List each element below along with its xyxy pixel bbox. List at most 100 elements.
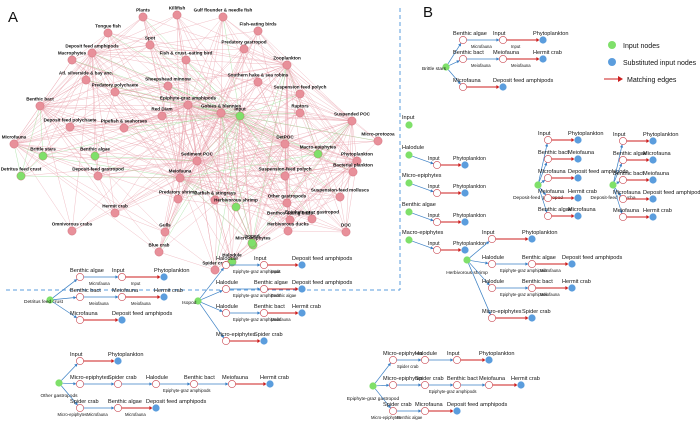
tree-root-label: Deposit-feed polycha (590, 195, 635, 201)
network-edge (20, 160, 198, 177)
network-node-label: Brittle stars (30, 147, 56, 152)
network-edge (176, 14, 198, 162)
substituted-node (649, 137, 657, 145)
network-edge (91, 52, 116, 214)
network-node: Macro-epiphytes (300, 145, 337, 159)
network-edge (289, 160, 358, 221)
network-edge (179, 171, 354, 179)
single-sub-label: Phytoplankton (453, 156, 486, 162)
substituted-node (118, 316, 126, 324)
substituted-node (649, 195, 657, 203)
network-edge (69, 91, 116, 128)
network-edge (91, 52, 163, 117)
network-edge (196, 143, 286, 162)
network-node: Deposit feed amphipods (65, 44, 119, 58)
network-edge (239, 115, 289, 232)
network-edge (179, 112, 222, 179)
network-edge (286, 64, 358, 162)
substituted-node (574, 212, 582, 220)
tree-node-label: Benthic bact (453, 50, 484, 56)
tree-edge-arrow (149, 382, 153, 386)
network-edge (39, 85, 169, 107)
network-node: Southern hake & sea robins (228, 73, 289, 87)
tree-node-label: Phytoplankton (568, 131, 603, 137)
network-node-dot (145, 40, 155, 50)
network-node: Epiphyte-graz amphipods (160, 96, 217, 110)
network-node-label: Suspension feed polych (274, 85, 327, 90)
network-edge (94, 115, 241, 157)
tree-node-label: Microfauna (415, 402, 444, 408)
tree-node-label: Hermit crab (292, 304, 321, 310)
network-node-label: Plants (136, 8, 150, 13)
tree-edge-arrow (418, 358, 422, 362)
substituted-node (160, 273, 168, 281)
network-node-dot (231, 202, 241, 212)
input-node (194, 297, 202, 305)
network-node-dot (87, 48, 97, 58)
network-edge (149, 44, 189, 106)
network-node-dot (335, 192, 345, 202)
matching-edge-arrow (295, 311, 299, 315)
panel-a-label: A (8, 9, 18, 26)
single-sub-label: Phytoplankton (453, 213, 486, 219)
tree-edge-label: Spider crab (397, 364, 419, 369)
network-node-label: Predatory polychaete (92, 83, 139, 88)
network-node-label: Microfauna (2, 135, 27, 140)
matching-edge-arrow (571, 157, 575, 161)
legend: Input nodes Substituted input nodes Matc… (604, 41, 697, 84)
network-edge (220, 112, 289, 232)
network-node-label: Fish & crust.-eating bird (160, 51, 213, 56)
network-edge (69, 126, 125, 129)
network-edge (97, 175, 116, 214)
network-edge (94, 155, 198, 162)
tree-edge (53, 297, 77, 300)
network-edge (231, 230, 289, 263)
network-edge (187, 104, 241, 117)
network-node-dot (110, 208, 120, 218)
tree-node-label: Deposit feed amphipods (493, 78, 554, 84)
tree-node-label: Spider crab (383, 402, 412, 408)
network-edge (289, 120, 353, 221)
tree-edge (412, 183, 434, 193)
network-edge (187, 93, 301, 106)
network-edge (214, 143, 286, 271)
network-node: Benthic bact (26, 97, 54, 111)
substituted-node (298, 261, 306, 269)
network-edge (13, 143, 160, 253)
network-edge (339, 160, 358, 198)
single-input-label: Input (428, 241, 440, 247)
network-node-dot (285, 215, 295, 225)
network-node-label: Catfish & stingrays (194, 191, 236, 196)
network-node-dot (283, 226, 293, 236)
tree-node-label: Input (613, 132, 626, 138)
substituted-node (574, 155, 582, 163)
network-edge (177, 198, 237, 208)
intermediate-node (488, 260, 496, 268)
intermediate-node (228, 380, 236, 388)
network-edge (13, 143, 22, 177)
network-node: Raptors (291, 104, 309, 118)
network-edge (107, 32, 116, 93)
network-edge (351, 120, 358, 162)
network-edge (91, 16, 224, 54)
network-edge (91, 52, 181, 179)
legend-substituted-label: Substituted input nodes (623, 60, 697, 67)
single-root-label: Micro-epiphytes (402, 173, 442, 179)
network-node-label: Red Diam (151, 107, 172, 112)
network-edge (39, 105, 116, 214)
tree-node-label: Halodule (216, 304, 238, 310)
network-node: Predatory polychaete (92, 83, 139, 97)
network-node-label: Deposit-feed gastropod (72, 167, 124, 172)
network-edge (220, 16, 224, 114)
network-edge (257, 81, 353, 122)
tree-edge-label: Epiphyte-graz amphipods (429, 389, 477, 394)
network-edge (286, 64, 379, 142)
network-node-label: Gobies & blennies (201, 104, 242, 109)
tree-edge-arrow (545, 143, 549, 147)
network-node-label: Southern hake & sea robins (228, 73, 289, 78)
